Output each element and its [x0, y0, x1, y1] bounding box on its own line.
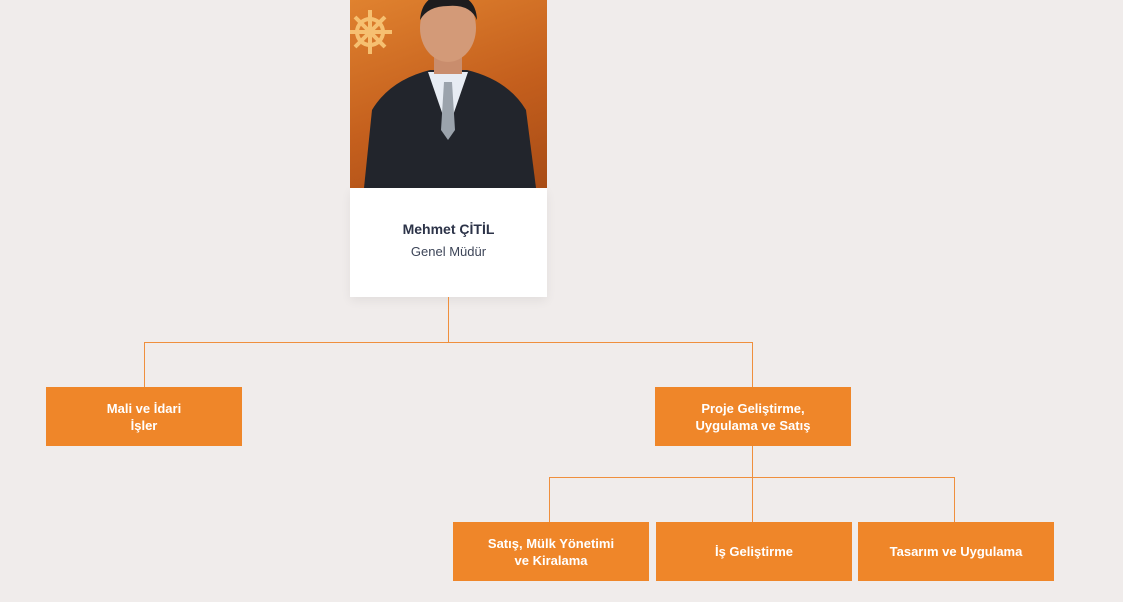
- connector-line: [448, 297, 449, 343]
- connector-line: [752, 342, 753, 387]
- org-box-proje-gelistirme[interactable]: Proje Geliştirme, Uygulama ve Satış: [655, 387, 851, 446]
- connector-line: [752, 477, 753, 522]
- connector-line: [549, 477, 550, 522]
- connector-line: [752, 446, 753, 478]
- org-box-mali-idari[interactable]: Mali ve İdari İşler: [46, 387, 242, 446]
- org-box-tasarim-uygulama[interactable]: Tasarım ve Uygulama: [858, 522, 1054, 581]
- connector-line: [954, 477, 955, 522]
- org-box-satis-mulk[interactable]: Satış, Mülk Yönetimi ve Kiralama: [453, 522, 649, 581]
- connector-line: [144, 342, 145, 387]
- person-portrait-icon: [350, 0, 536, 188]
- ceo-name: Mehmet ÇİTİL: [402, 221, 495, 237]
- connector-line: [144, 342, 753, 343]
- org-box-is-gelistirme[interactable]: İş Geliştirme: [656, 522, 852, 581]
- ceo-title: Genel Müdür: [410, 244, 487, 259]
- ceo-photo: [350, 0, 547, 188]
- ceo-card: Mehmet ÇİTİL Genel Müdür: [350, 188, 547, 297]
